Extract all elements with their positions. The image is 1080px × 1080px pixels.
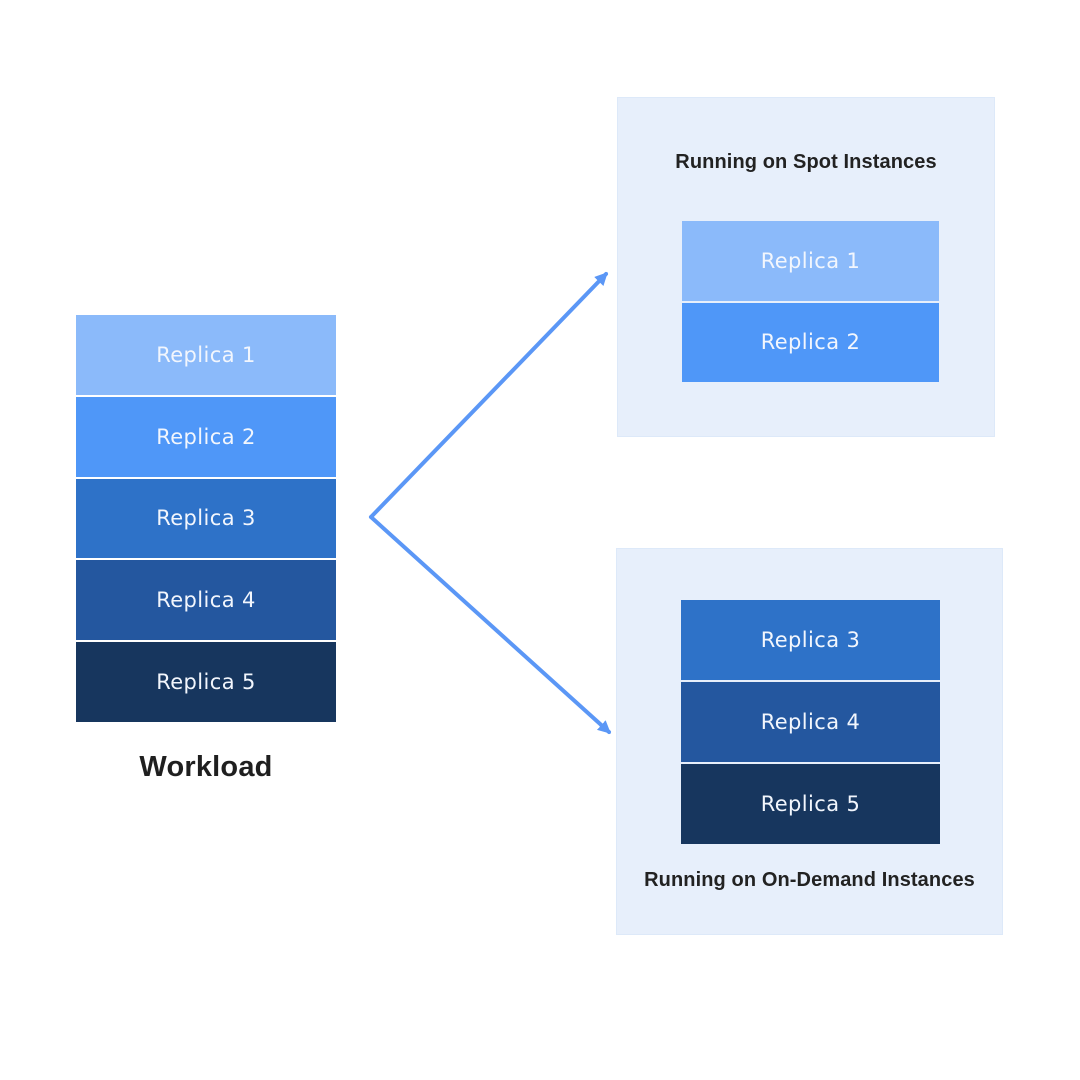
replica-label: Replica 5 [760,792,861,816]
spot-instances-panel: Running on Spot Instances Replica 1 Repl… [617,97,995,437]
arrow-to-spot [369,272,608,519]
on-demand-instances-panel: Replica 3 Replica 4 Replica 5 Running on… [616,548,1003,935]
replica-label: Replica 5 [156,670,256,695]
replica-label: Replica 2 [156,424,256,449]
replica-label: Replica 1 [156,342,256,367]
spot-panel-title: Running on Spot Instances [675,151,937,173]
replica-block: Replica 4 [681,682,940,762]
replica-label: Replica 3 [156,506,256,531]
on-demand-replica-stack: Replica 3 Replica 4 Replica 5 [681,600,940,844]
replica-block: Replica 2 [682,302,939,382]
spot-replica-stack: Replica 1 Replica 2 [682,221,939,382]
replica-block: Replica 3 [681,600,940,680]
workload-stack: Replica 1 Replica 2 Replica 3 Replica 4 … [76,315,336,722]
replica-label: Replica 4 [760,710,861,734]
replica-block: Replica 5 [681,764,940,844]
workload-title: Workload [139,751,273,783]
replica-block: Replica 1 [76,315,336,395]
replica-block: Replica 4 [76,560,336,641]
replica-block: Replica 1 [682,221,939,301]
replica-block: Replica 2 [76,396,336,477]
replica-label: Replica 3 [760,628,861,652]
replica-block: Replica 5 [76,642,336,722]
replica-label: Replica 1 [760,248,861,273]
arrow-to-on-demand [369,515,611,734]
replica-block: Replica 3 [76,478,336,559]
replica-label: Replica 4 [156,588,256,613]
replica-label: Replica 2 [760,330,861,355]
on-demand-panel-title: Running on On-Demand Instances [644,869,975,891]
